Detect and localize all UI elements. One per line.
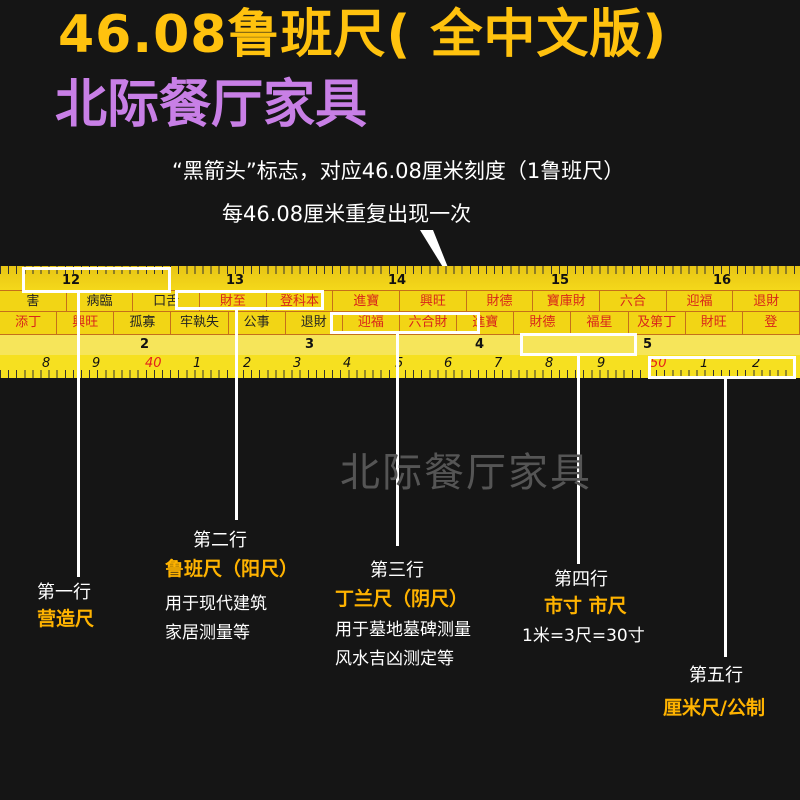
tick-label: 9 <box>92 356 101 371</box>
dinglan-cell: 公事 <box>229 312 286 334</box>
dinglan-cell: 牢執失 <box>171 312 229 334</box>
dinglan-cell: 退財 <box>286 312 343 334</box>
row-name: 市寸 市尺 <box>544 595 627 617</box>
luban-cell: 財德 <box>467 291 534 311</box>
row-desc: 用于现代建筑 <box>165 594 267 614</box>
dinglan-cell: 登 <box>743 312 800 334</box>
row-label: 第三行 <box>370 560 424 581</box>
row-name: 营造尺 <box>37 608 95 630</box>
tick-label: 5 <box>395 356 404 371</box>
row1-annotation: 第一行 营造尺 <box>37 578 94 631</box>
row-luban: 害病臨口舌財至登科本進寶興旺財德寶庫財六合迎福退財 <box>0 290 800 312</box>
watermark-overlay: 北际餐厅家具 <box>55 75 368 135</box>
connector-line <box>577 356 580 564</box>
tick-label: 7 <box>494 356 503 371</box>
highlight-box-row5 <box>648 356 796 379</box>
dinglan-cell: 及第丁 <box>629 312 686 334</box>
luban-cell: 口舌 <box>133 291 201 311</box>
row-name: 鲁班尺（阳尺） <box>165 558 299 580</box>
tick-label: 4 <box>343 356 352 371</box>
dinglan-cell: 六合財 <box>400 312 458 334</box>
tick-label: 16 <box>713 273 732 288</box>
luban-cell: 興旺 <box>400 291 467 311</box>
row-label: 第二行 <box>193 530 247 551</box>
dinglan-cell: 興旺 <box>57 312 115 334</box>
row-label: 第一行 <box>37 582 91 603</box>
dinglan-cell: 添丁 <box>0 312 58 334</box>
row-name: 厘米尺/公制 <box>663 697 765 719</box>
row-desc: 家居测量等 <box>165 623 250 643</box>
highlight-box-row4 <box>520 333 637 356</box>
dinglan-cell: 迎福 <box>343 312 400 334</box>
tick-label: 40 <box>145 356 162 371</box>
row-cm: 8 9 40 1 2 3 4 5 6 7 8 9 50 1 2 <box>0 355 800 378</box>
connector-line <box>77 292 80 577</box>
note-line-1: “黑箭头”标志，对应46.08厘米刻度（1鲁班尺） <box>172 159 625 183</box>
row2-annotation: 第二行 鲁班尺（阳尺） 用于现代建筑 家居测量等 <box>165 526 298 648</box>
row-desc: 风水吉凶测定等 <box>335 649 454 669</box>
row-desc: 1米=3尺=30寸 <box>522 626 645 646</box>
row-label: 第四行 <box>554 569 608 590</box>
row-desc: 用于墓地墓碑测量 <box>335 620 471 640</box>
highlight-box-row1 <box>22 267 171 293</box>
connector-line <box>724 379 727 657</box>
luban-cell: 六合 <box>600 291 667 311</box>
tick-label: 2 <box>752 356 761 371</box>
tick-label: 2 <box>140 337 150 352</box>
tick-label: 4 <box>475 337 485 352</box>
tick-label: 2 <box>243 356 252 371</box>
dinglan-cell: 財德 <box>514 312 572 334</box>
connector-line <box>396 334 399 546</box>
note-line-2: 每46.08厘米重复出现一次 <box>222 202 472 226</box>
tick-label: 1 <box>193 356 202 371</box>
dinglan-cell: 福星 <box>571 312 629 334</box>
luban-cell: 財至 <box>200 291 267 311</box>
row-dinglan: 添丁興旺孤寡牢執失公事退財迎福六合財進寶財德福星及第丁財旺登 <box>0 312 800 335</box>
luban-cell: 退財 <box>733 291 800 311</box>
row-shicun: 2 3 4 5 <box>0 335 800 355</box>
highlight-box-row2 <box>175 290 324 310</box>
row3-annotation: 第三行 丁兰尺（阴尺） 用于墓地墓碑测量 风水吉凶测定等 <box>335 556 471 674</box>
luban-cell: 迎福 <box>667 291 734 311</box>
luban-cell: 寶庫財 <box>533 291 601 311</box>
tick-label: 9 <box>597 356 606 371</box>
tick-label: 6 <box>444 356 453 371</box>
watermark-center: 北际餐厅家具 <box>340 450 592 496</box>
tick-label: 12 <box>62 273 81 288</box>
tick-label: 3 <box>305 337 315 352</box>
row-label: 第五行 <box>689 665 743 686</box>
tick-label: 50 <box>650 356 667 371</box>
tick-label: 13 <box>226 273 245 288</box>
row-name: 丁兰尺（阴尺） <box>335 588 469 610</box>
tick-label: 8 <box>545 356 554 371</box>
row5-annotation: 第五行 厘米尺/公制 <box>663 660 765 724</box>
dinglan-cell: 孤寡 <box>114 312 172 334</box>
luban-cell: 進寶 <box>333 291 401 311</box>
tick-label: 14 <box>388 273 407 288</box>
row4-annotation: 第四行 市寸 市尺 1米=3尺=30寸 <box>522 566 645 650</box>
connector-line <box>235 310 238 520</box>
luban-cell: 登科本 <box>267 291 334 311</box>
tick-label: 8 <box>42 356 51 371</box>
luban-cell: 病臨 <box>67 291 134 311</box>
dinglan-cell: 財旺 <box>686 312 743 334</box>
row-yingzao: 12 13 14 15 16 <box>0 266 800 290</box>
tape-measure: 12 13 14 15 16 害病臨口舌財至登科本進寶興旺財德寶庫財六合迎福退財… <box>0 266 800 378</box>
luban-cell: 害 <box>0 291 67 311</box>
tick-label: 15 <box>551 273 570 288</box>
tick-label: 1 <box>700 356 709 371</box>
tick-label: 3 <box>293 356 302 371</box>
highlight-box-row3 <box>330 312 480 334</box>
title: 46.08鲁班尺( 全中文版) <box>58 5 668 65</box>
tick-label: 5 <box>643 337 653 352</box>
